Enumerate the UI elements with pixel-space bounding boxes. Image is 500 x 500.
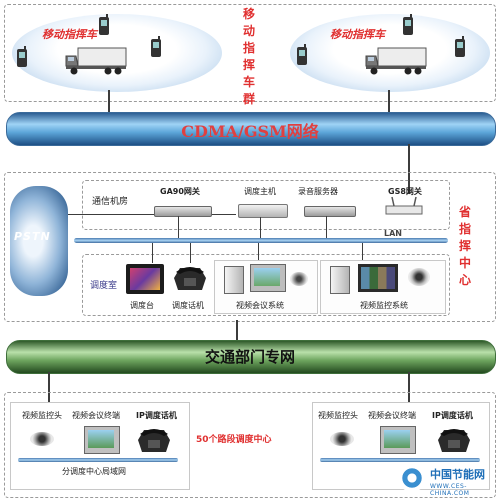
dispatch-host-label: 调度主机 — [244, 187, 276, 196]
transport-network-pipe — [6, 340, 496, 374]
watermark-name: 中国节能网 — [430, 468, 485, 481]
right-subcenter-lan-bus — [320, 458, 480, 462]
right-camera-label: 视频监控头 — [318, 411, 358, 420]
video-monitoring-camera — [408, 268, 430, 286]
video-conference-server — [224, 266, 244, 294]
right-cloud-connector — [388, 90, 390, 112]
vehicle-group-label: 移动指挥车群 — [242, 7, 255, 106]
mobile-command-zone — [4, 4, 496, 102]
right-phone-icon-1 — [297, 44, 307, 65]
dispatch-phone-icon — [174, 267, 206, 290]
ga90-gateway-device — [154, 206, 212, 217]
left-ip-phone-label: IP调度话机 — [136, 411, 177, 420]
left-phone-icon-3 — [151, 36, 161, 57]
pstn-label: PSTN — [14, 230, 51, 243]
road-dispatch-zone — [4, 392, 496, 498]
right-vehicle-label: 移动指挥车 — [330, 28, 385, 41]
video-monitoring-server — [330, 266, 350, 294]
left-subcenter-lan-label: 分调度中心局域网 — [62, 467, 126, 476]
transport-left-connector — [48, 372, 50, 402]
cdma-to-gateway-connector — [408, 144, 410, 194]
province-center-zone — [4, 172, 496, 322]
right-conference-label: 视频会议终端 — [368, 411, 416, 420]
pstn-cloud — [10, 186, 68, 296]
recorder-lan-drop — [326, 216, 327, 238]
conference-lan-drop — [258, 243, 259, 261]
video-conference-screen — [254, 268, 280, 286]
left-conference-screen — [88, 430, 114, 448]
left-camera-label: 视频监控头 — [22, 411, 62, 420]
monitoring-lan-drop — [362, 243, 363, 261]
left-truck-icon — [65, 47, 127, 75]
right-truck-icon — [365, 47, 427, 75]
host-lan-drop — [260, 217, 261, 238]
dispatch-room-label: 调度室 — [90, 281, 118, 291]
left-phone-icon-2 — [99, 14, 109, 35]
dispatch-room-box — [82, 254, 450, 316]
watermark-logo-icon — [398, 464, 426, 492]
left-cloud-connector — [108, 90, 110, 112]
cdma-gsm-network-label: CDMA/GSM网络 — [181, 122, 319, 141]
recording-server-label: 录音服务器 — [298, 187, 338, 196]
right-ip-phone-label: IP调度话机 — [432, 411, 473, 420]
console-lan-drop — [152, 243, 153, 263]
right-ip-phone-icon — [438, 429, 470, 452]
province-center-label: 省指挥中心 — [458, 205, 471, 287]
video-monitoring-label: 视频监控系统 — [360, 301, 408, 310]
right-subcenter-box — [312, 402, 490, 490]
left-vehicle-label: 移动指挥车 — [42, 28, 97, 41]
video-conference-camera — [290, 272, 308, 286]
transport-network-label: 交通部门专网 — [204, 348, 295, 366]
dispatch-phone-label: 调度话机 — [172, 301, 204, 310]
phone-lan-drop — [190, 243, 191, 263]
left-camera-device — [30, 432, 54, 446]
pstn-to-gateway-line — [68, 214, 236, 215]
cdma-gsm-network-pipe — [6, 112, 496, 146]
ga90-lan-drop — [178, 216, 179, 238]
left-conference-label: 视频会议终端 — [72, 411, 120, 420]
dispatch-console-screen — [130, 268, 160, 290]
watermark-url: WWW.CES-CHINA.COM — [430, 483, 470, 497]
transport-right-connector — [408, 372, 410, 402]
right-conference-screen — [384, 430, 410, 448]
video-monitoring-screen — [361, 267, 395, 289]
center-to-transport-connector — [236, 320, 238, 342]
left-subcenter-lan-bus — [18, 458, 178, 462]
road-dispatch-center-label: 50个路段调度中心 — [196, 435, 272, 445]
dispatch-console-label: 调度台 — [130, 301, 154, 310]
gs8-gateway-device — [385, 196, 423, 215]
right-phone-icon-2 — [403, 14, 413, 35]
dispatch-host-device — [238, 204, 288, 218]
gs8-gateway-label: GS8网关 — [388, 187, 422, 196]
left-phone-icon-1 — [17, 46, 27, 67]
video-conference-label: 视频会议系统 — [236, 301, 284, 310]
left-ip-phone-icon — [138, 429, 170, 452]
comm-room-box — [82, 180, 450, 230]
left-subcenter-box — [10, 402, 190, 490]
ga90-gateway-label: GA90网关 — [160, 187, 200, 196]
right-camera-device — [330, 432, 354, 446]
recording-server-device — [304, 206, 356, 217]
lan-label: LAN — [384, 229, 402, 238]
comm-room-label: 通信机房 — [92, 197, 129, 207]
province-lan-bus — [74, 238, 448, 243]
right-phone-icon-3 — [455, 36, 465, 57]
